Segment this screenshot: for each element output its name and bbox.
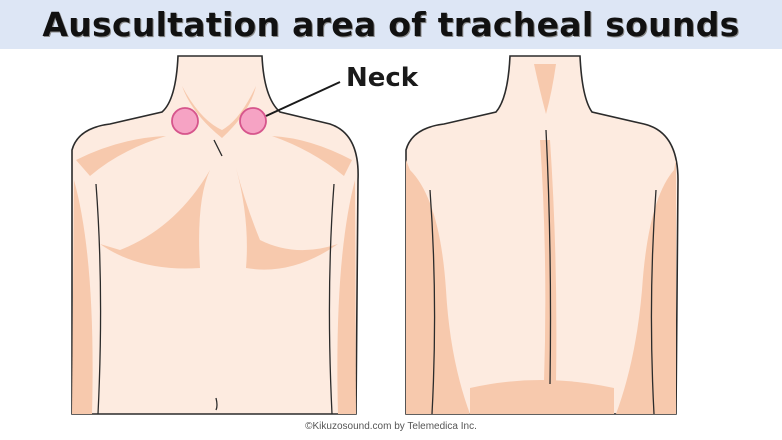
front-right-pec-shadow bbox=[236, 168, 338, 270]
front-navel bbox=[215, 397, 218, 411]
neck-label: Neck bbox=[346, 63, 419, 93]
title-bar: Auscultation area of tracheal sounds bbox=[0, 0, 782, 49]
back-torso-figure bbox=[405, 55, 679, 415]
back-neck-shadow bbox=[534, 64, 556, 114]
back-torso-outline bbox=[405, 55, 679, 415]
neck-label-pointer bbox=[265, 81, 341, 117]
front-torso-figure: Neck bbox=[71, 55, 419, 415]
back-left-side-shadow bbox=[406, 160, 470, 414]
back-left-arm-line bbox=[429, 189, 436, 415]
back-right-side-shadow bbox=[616, 160, 676, 414]
back-spine-line bbox=[545, 129, 552, 385]
front-neck-shadow bbox=[182, 86, 256, 138]
right-neck-marker bbox=[239, 107, 267, 135]
back-right-arm-line bbox=[650, 189, 657, 415]
front-left-shoulder-shadow bbox=[76, 136, 166, 176]
left-neck-marker bbox=[171, 107, 199, 135]
page-title: Auscultation area of tracheal sounds bbox=[42, 5, 740, 44]
front-left-arm-shadow bbox=[72, 180, 93, 414]
copyright-credit: ©Kikuzosound.com by Telemedica Inc. bbox=[305, 421, 477, 432]
front-left-pec-shadow bbox=[100, 170, 210, 269]
front-left-arm-line bbox=[95, 183, 102, 415]
front-sternum-line bbox=[213, 139, 223, 157]
front-right-arm-shadow bbox=[337, 180, 356, 414]
front-torso-outline bbox=[71, 55, 359, 415]
front-right-shoulder-shadow bbox=[272, 136, 352, 176]
front-right-arm-line bbox=[328, 183, 335, 415]
back-lower-shadow bbox=[470, 380, 614, 414]
back-spine-shadow bbox=[540, 140, 557, 382]
